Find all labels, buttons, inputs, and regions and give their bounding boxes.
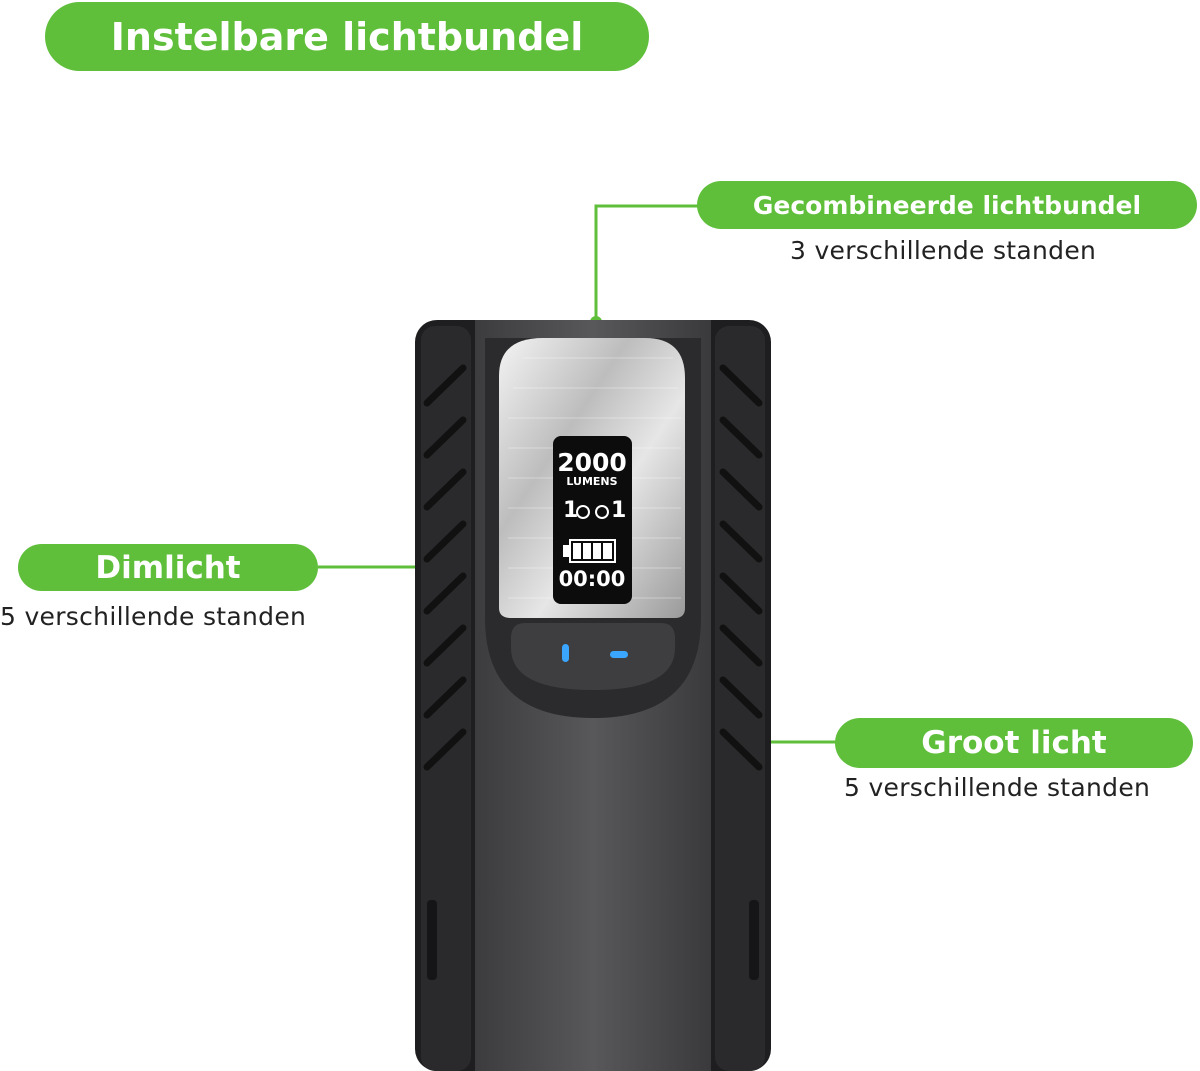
high-beam-label: Groot licht bbox=[835, 718, 1193, 768]
title-banner: Instelbare lichtbundel bbox=[45, 2, 649, 71]
bike-light-device: 2000 LUMENS 1 1 00:00 bbox=[415, 320, 771, 1071]
left-bulb-icon bbox=[576, 505, 590, 519]
combined-beam-sub: 3 verschillende standen bbox=[790, 236, 1097, 265]
lumens-unit: LUMENS bbox=[566, 475, 617, 488]
dim-button-led[interactable] bbox=[562, 644, 569, 662]
combined-connector bbox=[594, 204, 700, 322]
combined-beam-text: Gecombineerde lichtbundel bbox=[752, 190, 1142, 220]
lumens-value: 2000 bbox=[557, 448, 627, 477]
right-mode-number: 1 bbox=[611, 498, 626, 523]
dim-light-text: Dimlicht bbox=[95, 549, 241, 586]
right-bulb-icon bbox=[595, 505, 609, 519]
combined-beam-label: Gecombineerde lichtbundel bbox=[697, 181, 1197, 229]
left-slot bbox=[427, 900, 437, 980]
left-mode-number: 1 bbox=[563, 498, 578, 523]
right-slot bbox=[749, 900, 759, 980]
timer-display: 00:00 bbox=[559, 567, 626, 591]
page-title: Instelbare lichtbundel bbox=[110, 14, 584, 59]
battery-icon bbox=[563, 539, 616, 563]
right-grille bbox=[719, 364, 763, 771]
dim-light-label: Dimlicht bbox=[18, 544, 318, 591]
high-beam-text: Groot licht bbox=[921, 725, 1107, 761]
left-grille bbox=[423, 364, 467, 771]
high-beam-sub: 5 verschillende standen bbox=[844, 773, 1151, 802]
button-panel bbox=[511, 623, 675, 690]
dim-light-sub: 5 verschillende standen bbox=[0, 602, 307, 631]
high-button-led[interactable] bbox=[610, 651, 628, 658]
